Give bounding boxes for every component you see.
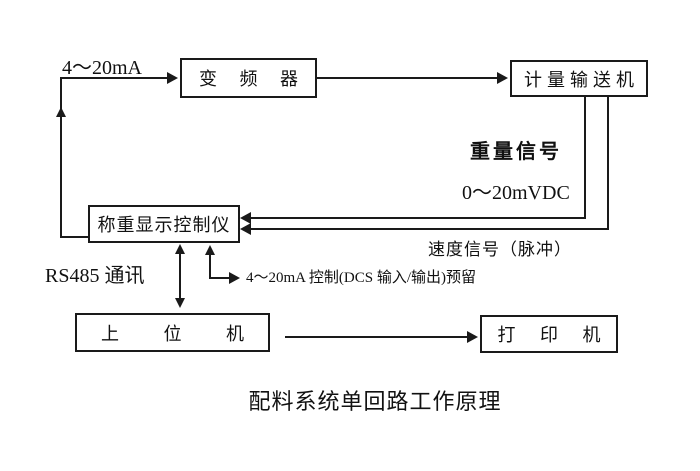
arrowhead-into-conveyor [497,72,508,84]
connector-dcs-vertical [209,252,211,279]
label-loop-current: 4～20mA [62,57,142,79]
node-inverter: 变 频 器 [180,58,317,98]
label-dcs-reserved: 4～20mA 控制(DCS 输入/输出)预留 [246,270,477,286]
connector-to-inverter [60,77,167,79]
label-weight-signal: 重量信号 [470,141,562,163]
arrowhead-rs485-down [175,298,185,308]
node-metering-conveyor: 计量输送机 [510,60,648,97]
label-weight-range: 0～20mVDC [462,182,570,204]
connector-speed-vertical [607,96,609,230]
label-speed-signal: 速度信号（脉冲） [428,240,572,259]
connector-rs485-vertical [179,251,181,301]
arrowhead-speed-into-controller [240,223,251,235]
connector-weight-vertical [584,96,586,219]
connector-host-printer [285,336,470,338]
connector-weight-horizontal [249,217,586,219]
connector-inverter-conveyor [317,77,499,79]
arrowhead-weight-into-controller [240,212,251,224]
label-rs485: RS485 通讯 [45,265,145,287]
arrowhead-rs485-up [175,244,185,254]
arrowhead-dcs-right [229,272,240,284]
connector-controller-left [60,236,88,238]
connector-speed-horizontal [249,228,609,230]
arrowhead-into-printer [467,331,478,343]
node-host-computer: 上 位 机 [75,313,270,352]
arrowhead-up-feedback [56,107,66,117]
node-printer: 打 印 机 [480,315,618,353]
arrowhead-into-inverter [167,72,178,84]
node-weighing-controller: 称重显示控制仪 [88,205,240,243]
arrowhead-dcs-up [205,245,215,255]
connector-feedback-vertical [60,77,62,238]
diagram-title: 配料系统单回路工作原理 [248,389,502,414]
connector-dcs-horizontal [209,277,231,279]
